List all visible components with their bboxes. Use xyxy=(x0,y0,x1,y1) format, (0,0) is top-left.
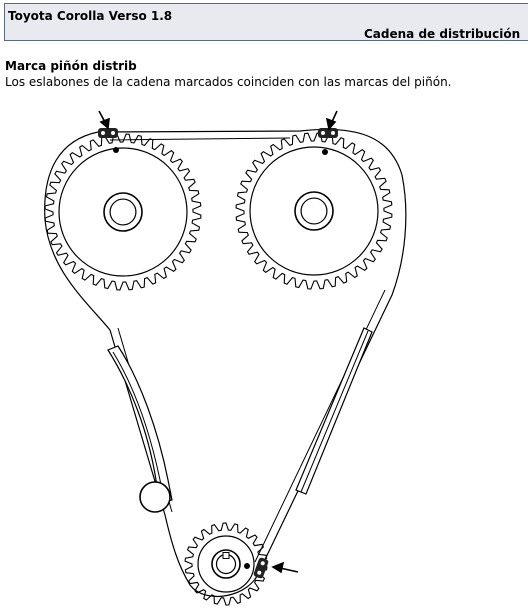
marked-link-left xyxy=(98,128,118,138)
procedure-description: Los eslabones de la cadena marcados coin… xyxy=(5,75,452,89)
camshaft-sprocket-intake xyxy=(44,133,202,291)
timing-chain xyxy=(44,128,407,597)
vehicle-title: Toyota Corolla Verso 1.8 xyxy=(8,9,173,23)
timing-mark-right xyxy=(322,149,328,155)
sprocket-keyway xyxy=(222,551,230,559)
arrow-left xyxy=(98,110,110,130)
arrow-right xyxy=(325,110,338,131)
timing-chain-diagram xyxy=(44,110,407,606)
section-title: Cadena de distribución xyxy=(364,27,521,41)
procedure-title: Marca piñón distrib xyxy=(5,59,137,73)
chain-guide-left xyxy=(107,345,173,503)
camshaft-sprocket-exhaust xyxy=(235,132,393,290)
timing-mark-crank xyxy=(244,563,250,569)
header-box: Toyota Corolla Verso 1.8 Cadena de distr… xyxy=(4,3,528,41)
marked-link-right xyxy=(318,128,338,138)
sprocket-bore xyxy=(300,197,328,225)
chain-tensioner-right xyxy=(295,327,373,495)
timing-mark-left xyxy=(113,147,119,153)
marked-link-crank xyxy=(253,557,269,579)
arrow-crank xyxy=(271,561,299,574)
sprocket-bore xyxy=(109,198,137,226)
idler-pulley xyxy=(139,481,171,513)
crankshaft-sprocket xyxy=(184,522,268,606)
